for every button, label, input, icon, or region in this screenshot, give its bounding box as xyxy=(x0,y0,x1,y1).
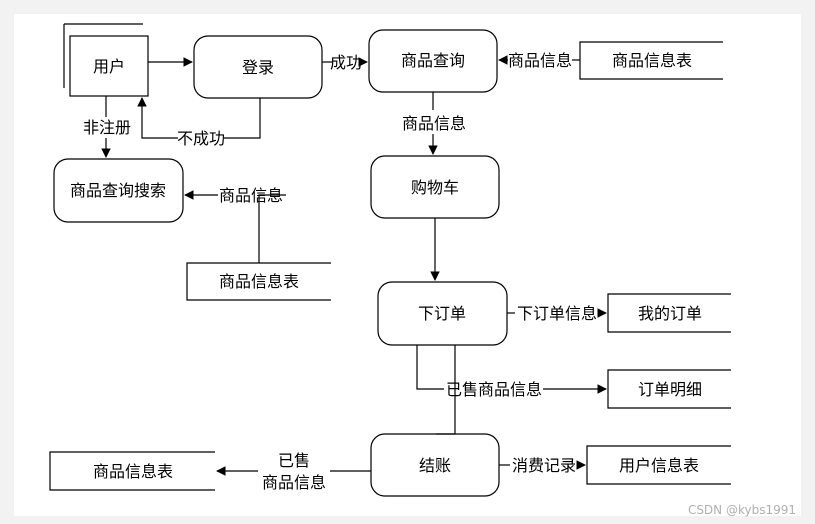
flow-sold-line2-label: 商品信息 xyxy=(262,473,326,492)
my-orders-store: 我的订单 xyxy=(607,293,731,333)
flow-login-failure-tail xyxy=(137,97,178,139)
user-info-store: 用户信息表 xyxy=(586,445,731,485)
login-process: 登录 xyxy=(193,35,323,99)
product-info-store-top-label: 商品信息表 xyxy=(612,51,692,70)
product-info-store-bottom-label: 商品信息表 xyxy=(93,462,173,481)
flow-product-info-1-label: 商品信息 xyxy=(508,51,572,70)
product-info-store-bottom: 商品信息表 xyxy=(49,451,215,491)
place-order-process-label: 下订单 xyxy=(418,304,466,323)
flow-unregistered-label: 非注册 xyxy=(83,118,131,137)
flow-order-info-label: 下订单信息 xyxy=(517,304,597,323)
my-orders-store-label: 我的订单 xyxy=(638,304,702,323)
order-details-store-label: 订单明细 xyxy=(638,380,702,399)
product-info-store-top: 商品信息表 xyxy=(579,41,723,80)
user-info-store-label: 用户信息表 xyxy=(619,456,699,475)
place-order-process: 下订单 xyxy=(377,281,508,346)
product-search-process-label: 商品查询搜索 xyxy=(70,181,166,200)
product-query-process: 商品查询 xyxy=(368,29,498,93)
product-query-process-label: 商品查询 xyxy=(401,51,465,70)
checkout-process-label: 结账 xyxy=(419,456,451,475)
user-entity-label: 用户 xyxy=(93,57,125,76)
login-process-label: 登录 xyxy=(242,58,274,77)
product-search-process: 商品查询搜索 xyxy=(53,158,184,223)
flow-product-info-2-label: 商品信息 xyxy=(402,114,466,133)
watermark: CSDN @kybs1991 xyxy=(688,503,796,517)
flow-sold-line1-label: 已售 xyxy=(278,451,310,470)
flow-failure-label: 不成功 xyxy=(177,129,225,148)
flow-login-failure xyxy=(224,98,261,139)
flow-consumption-record-label: 消费记录 xyxy=(512,456,576,475)
flow-order-to-details xyxy=(416,345,444,390)
flow-sold-product-info-label: 已售商品信息 xyxy=(446,380,542,399)
cart-process-label: 购物车 xyxy=(411,178,459,197)
cart-process: 购物车 xyxy=(370,155,500,219)
product-info-store-mid: 商品信息表 xyxy=(186,262,331,301)
user-entity: 用户 xyxy=(63,23,149,97)
flow-product-info-3-label: 商品信息 xyxy=(219,186,283,205)
flow-store-mid-up xyxy=(258,194,286,263)
checkout-process: 结账 xyxy=(370,433,500,497)
product-info-store-mid-label: 商品信息表 xyxy=(219,272,299,291)
order-details-store: 订单明细 xyxy=(607,369,731,409)
flow-success-label: 成功 xyxy=(330,53,362,72)
